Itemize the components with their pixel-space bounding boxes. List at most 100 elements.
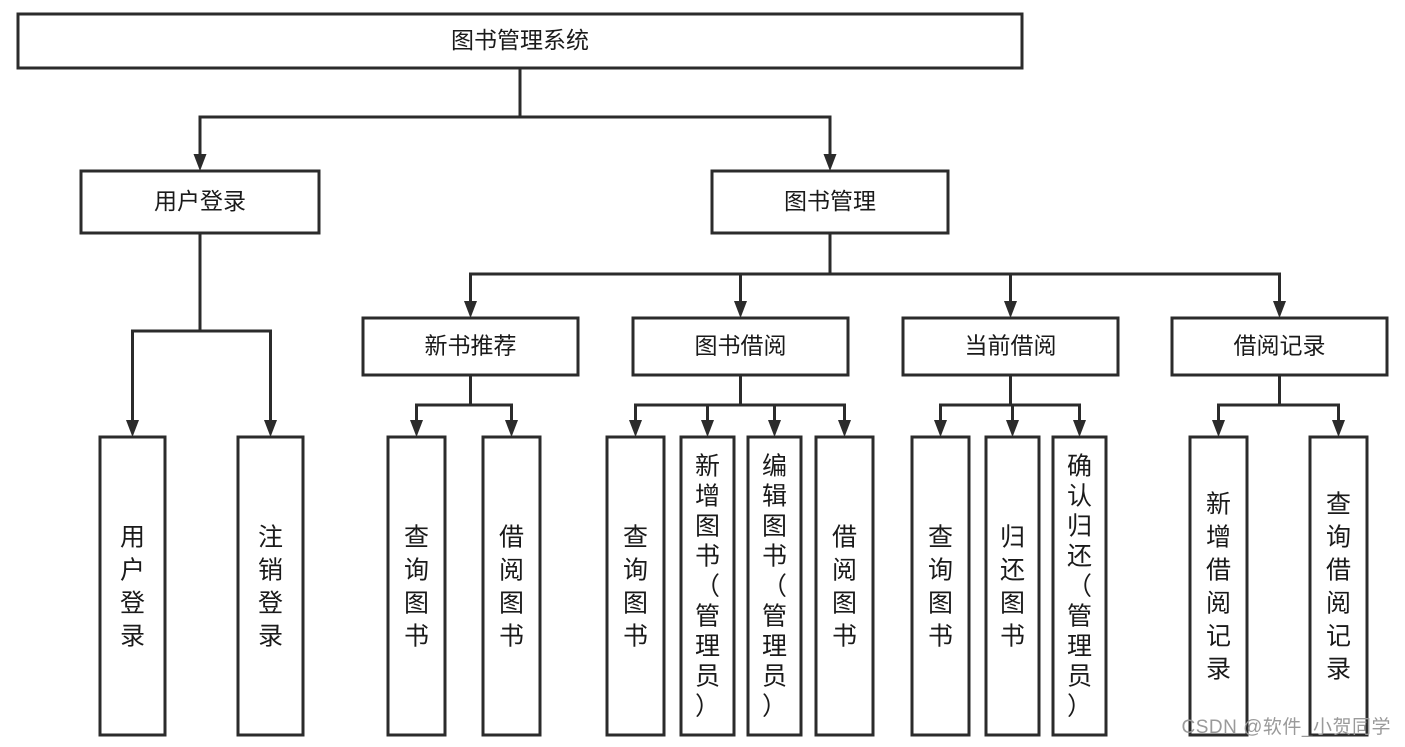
node-label: 新书推荐: [425, 333, 517, 359]
node-leaf-user-login[interactable]: 用户登录: [98, 435, 167, 737]
node-current-borrow[interactable]: 当前借阅: [901, 316, 1120, 377]
node-label-char: 录: [258, 623, 283, 651]
arrow-head-icon: [823, 154, 837, 171]
arrow-head-icon: [464, 301, 477, 318]
arrow-head-icon: [1273, 301, 1286, 318]
node-label-char: 查: [623, 524, 648, 552]
node-book-borrow[interactable]: 图书借阅: [631, 316, 850, 377]
node-box: [631, 316, 850, 377]
node-label-char: 管: [1067, 602, 1092, 630]
node-label-char: 管: [695, 602, 720, 630]
node-label-char: 询: [623, 557, 648, 585]
node-label-char: 查: [1326, 491, 1351, 519]
node-label-char: 归: [1067, 512, 1092, 540]
node-box: [1308, 435, 1369, 737]
node-label-char: 增: [695, 482, 720, 510]
node-label-char: 新: [1206, 491, 1231, 519]
node-label-char: 编: [762, 452, 787, 480]
node-label-char: 还: [1067, 542, 1092, 570]
node-label: 图书管理: [784, 188, 876, 214]
node-label-char: 注: [258, 524, 283, 552]
node-new-book-rec[interactable]: 新书推荐: [361, 316, 580, 377]
node-box: [910, 435, 971, 737]
node-box: [710, 169, 950, 235]
node-box: [984, 435, 1041, 737]
node-box: [79, 169, 321, 235]
node-label-char: 用: [120, 524, 145, 552]
node-box: [901, 316, 1120, 377]
node-label-char: 询: [928, 557, 953, 585]
arrow-head-icon: [838, 420, 851, 437]
node-root[interactable]: 图书管理系统: [16, 12, 1024, 70]
node-label-char: 阅: [499, 557, 524, 585]
node-label-char: 记: [1326, 623, 1351, 651]
node-book-manage[interactable]: 图书管理: [710, 169, 950, 235]
node-label-char: 书: [499, 623, 524, 651]
node-label-char: ）: [695, 692, 720, 720]
node-label-char: 图: [695, 512, 720, 540]
node-label-char: 询: [1326, 524, 1351, 552]
node-label-char: 图: [928, 590, 953, 618]
node-label-char: 书: [762, 542, 787, 570]
node-label-char: （: [1067, 572, 1092, 600]
node-box: [1188, 435, 1249, 737]
node-label-char: 阅: [1326, 590, 1351, 618]
node-label-char: 书: [928, 623, 953, 651]
node-label-char: 书: [1000, 623, 1025, 651]
node-box: [1170, 316, 1389, 377]
node-label-char: 图: [499, 590, 524, 618]
node-label-char: 图: [1000, 590, 1025, 618]
node-label: 图书管理系统: [451, 27, 589, 53]
node-label-char: 书: [623, 623, 648, 651]
arrow-head-icon: [734, 301, 747, 318]
node-label-char: 辑: [762, 482, 787, 510]
node-box: [361, 316, 580, 377]
node-label-char: 记: [1206, 623, 1231, 651]
arrow-head-icon: [264, 420, 277, 437]
node-label-char: 管: [762, 602, 787, 630]
node-label-char: 询: [404, 557, 429, 585]
node-label-char: 查: [928, 524, 953, 552]
node-label-char: 录: [1326, 656, 1351, 684]
node-label-char: 确: [1067, 452, 1092, 480]
node-label-char: 登: [258, 590, 283, 618]
node-user-login[interactable]: 用户登录: [79, 169, 321, 235]
node-label-char: 书: [404, 623, 429, 651]
connectors-layer: [126, 66, 1345, 437]
node-label-char: 理: [1067, 632, 1092, 660]
node-label: 当前借阅: [965, 333, 1057, 359]
node-box: [386, 435, 447, 737]
node-label-char: 借: [832, 524, 857, 552]
arrow-head-icon: [1212, 420, 1225, 437]
arrow-head-icon: [410, 420, 423, 437]
arrow-head-icon: [701, 420, 714, 437]
node-label-char: ）: [762, 692, 787, 720]
node-label: 图书借阅: [695, 333, 787, 359]
node-box: [679, 435, 736, 737]
node-label-char: 借: [499, 524, 524, 552]
node-label-char: 图: [832, 590, 857, 618]
node-label-char: 图: [404, 590, 429, 618]
node-label-char: 理: [762, 632, 787, 660]
node-box: [236, 435, 305, 737]
node-label-char: 登: [120, 590, 145, 618]
node-label-char: 阅: [832, 557, 857, 585]
arrow-head-icon: [768, 420, 781, 437]
node-label-char: 书: [832, 623, 857, 651]
node-borrow-record[interactable]: 借阅记录: [1170, 316, 1389, 377]
arrow-head-icon: [1332, 420, 1345, 437]
node-label-char: 借: [1326, 557, 1351, 585]
